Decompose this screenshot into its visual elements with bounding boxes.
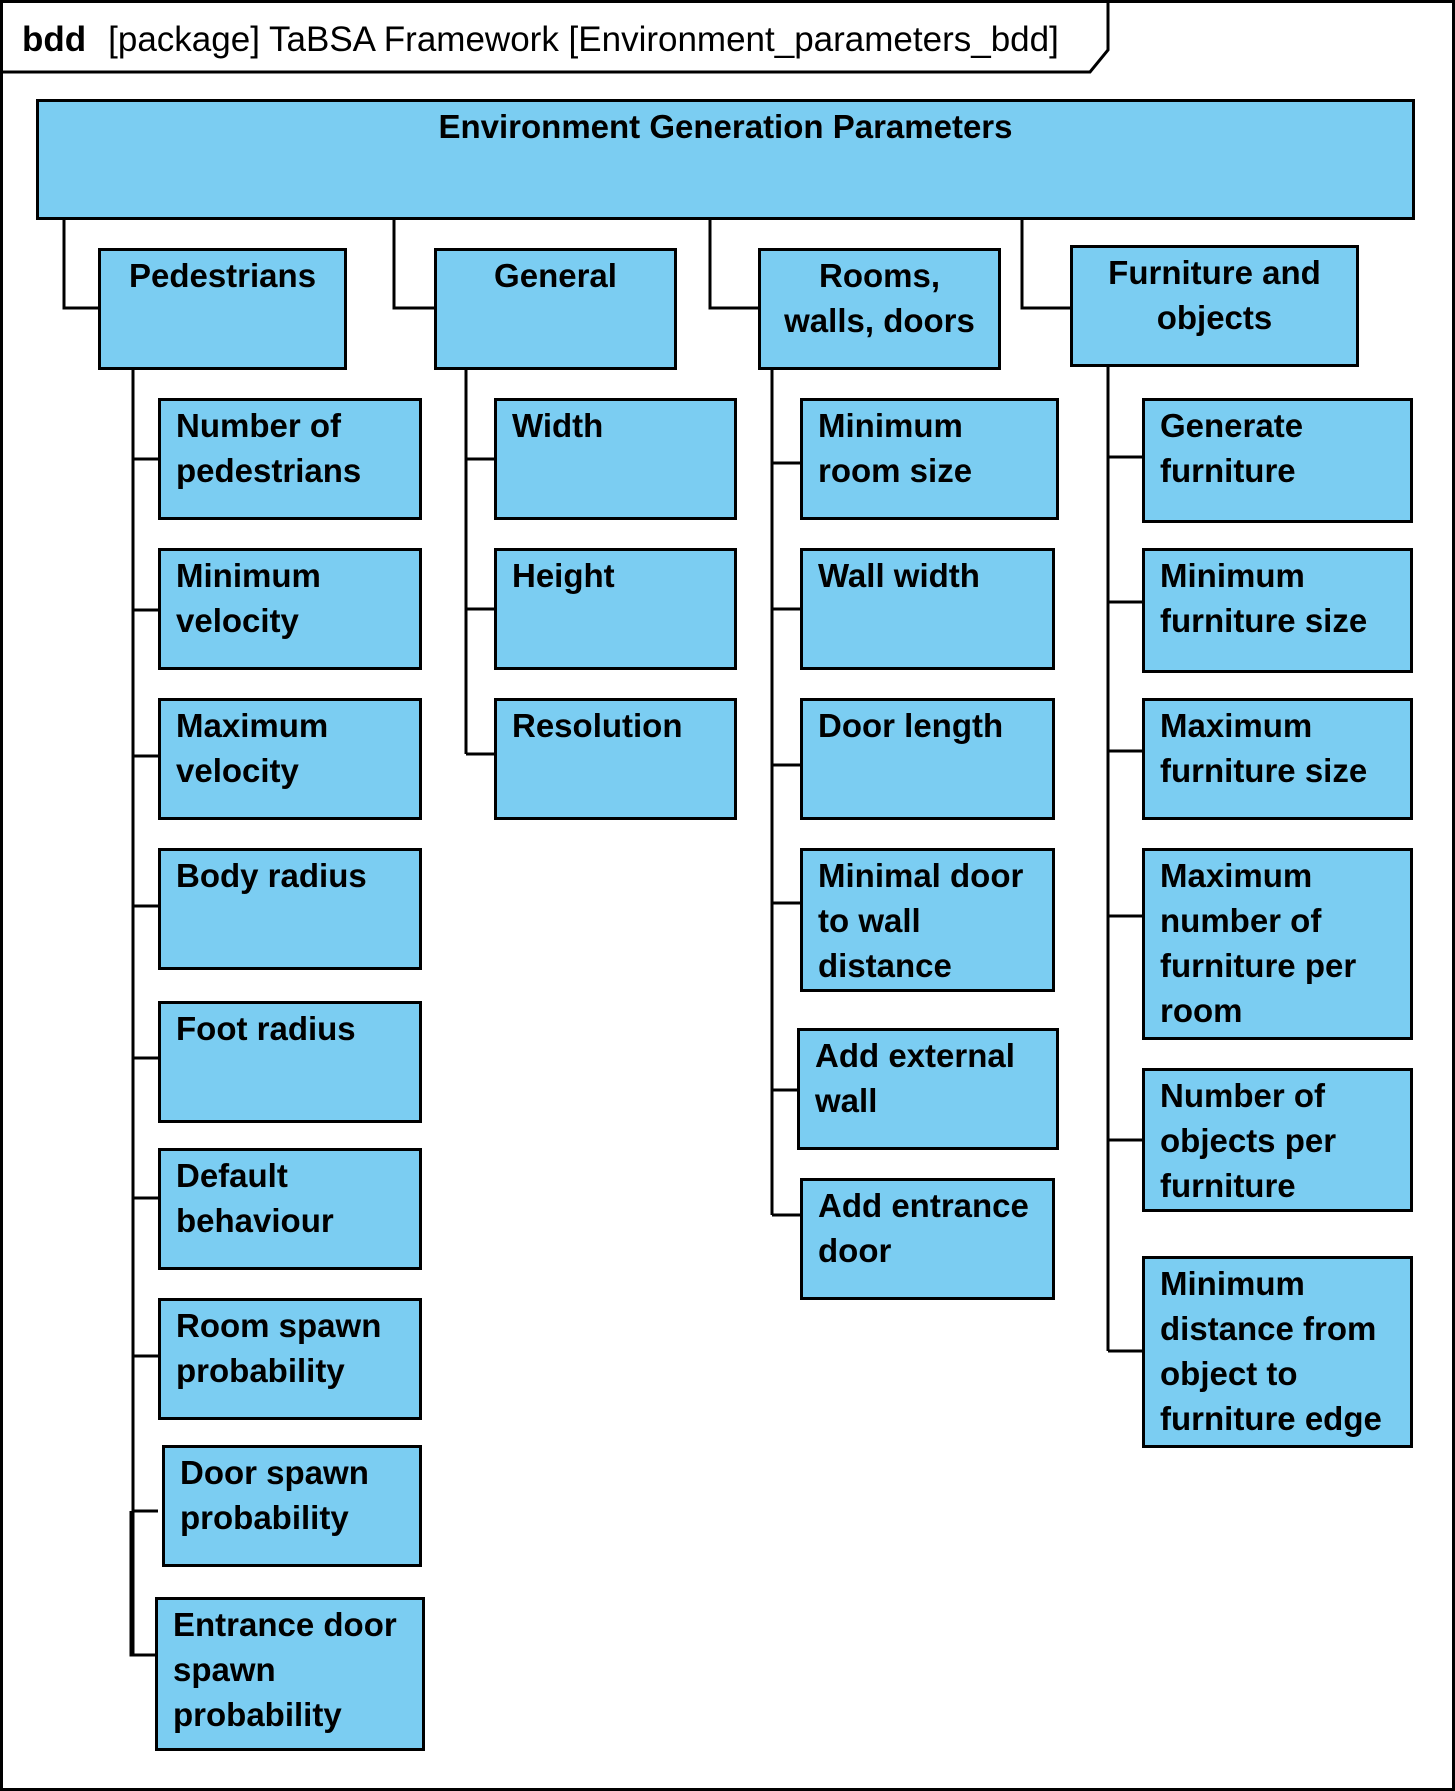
param-number-of-objects-per-furniture[interactable]: Number of objects per furniture [1142,1068,1413,1212]
category-general[interactable]: General [434,248,677,370]
category-rooms-walls-doors[interactable]: Rooms, walls, doors [758,248,1001,370]
param-maximum-furniture-size[interactable]: Maximum furniture size [1142,698,1413,820]
param-width[interactable]: Width [494,398,737,520]
frame-tab [1,1,1110,74]
param-resolution[interactable]: Resolution [494,698,737,820]
param-door-length[interactable]: Door length [800,698,1055,820]
param-wall-width[interactable]: Wall width [800,548,1055,670]
category-furniture-objects[interactable]: Furniture and objects [1070,245,1359,367]
param-add-external-wall[interactable]: Add external wall [797,1028,1059,1150]
param-foot-radius[interactable]: Foot radius [158,1001,422,1123]
param-minimal-door-to-wall-distance[interactable]: Minimal door to wall distance [800,848,1055,992]
param-default-behaviour[interactable]: Default behaviour [158,1148,422,1270]
connector-root-rooms [708,220,758,310]
param-maximum-number-of-furniture-per-room[interactable]: Maximum number of furniture per room [1142,848,1413,1040]
param-minimum-velocity[interactable]: Minimum velocity [158,548,422,670]
connector-root-general [392,220,434,310]
root-block[interactable]: Environment Generation Parameters [36,99,1415,220]
param-minimum-distance-object-to-furniture-edge[interactable]: Minimum distance from object to furnitur… [1142,1256,1413,1448]
param-maximum-velocity[interactable]: Maximum velocity [158,698,422,820]
param-body-radius[interactable]: Body radius [158,848,422,970]
connector-root-furniture [1020,220,1070,310]
param-height[interactable]: Height [494,548,737,670]
connector-root-pedestrians [62,220,98,310]
param-door-spawn-probability[interactable]: Door spawn probability [162,1445,422,1567]
diagram-title: [package] TaBSA Framework [Environment_p… [108,20,1059,59]
param-room-spawn-probability[interactable]: Room spawn probability [158,1298,422,1420]
param-number-of-pedestrians[interactable]: Number of pedestrians [158,398,422,520]
param-minimum-room-size[interactable]: Minimum room size [800,398,1059,520]
diagram-kind: bdd [22,20,87,59]
connector-pedestrians-branch-8 [129,1511,155,1657]
frame-header: bdd [package] TaBSA Framework [Environmen… [22,18,1059,62]
param-generate-furniture[interactable]: Generate furniture [1142,398,1413,523]
category-pedestrians[interactable]: Pedestrians [98,248,347,370]
param-minimum-furniture-size[interactable]: Minimum furniture size [1142,548,1413,673]
param-add-entrance-door[interactable]: Add entrance door [800,1178,1055,1300]
param-entrance-door-spawn-probability[interactable]: Entrance door spawn probability [155,1597,425,1751]
